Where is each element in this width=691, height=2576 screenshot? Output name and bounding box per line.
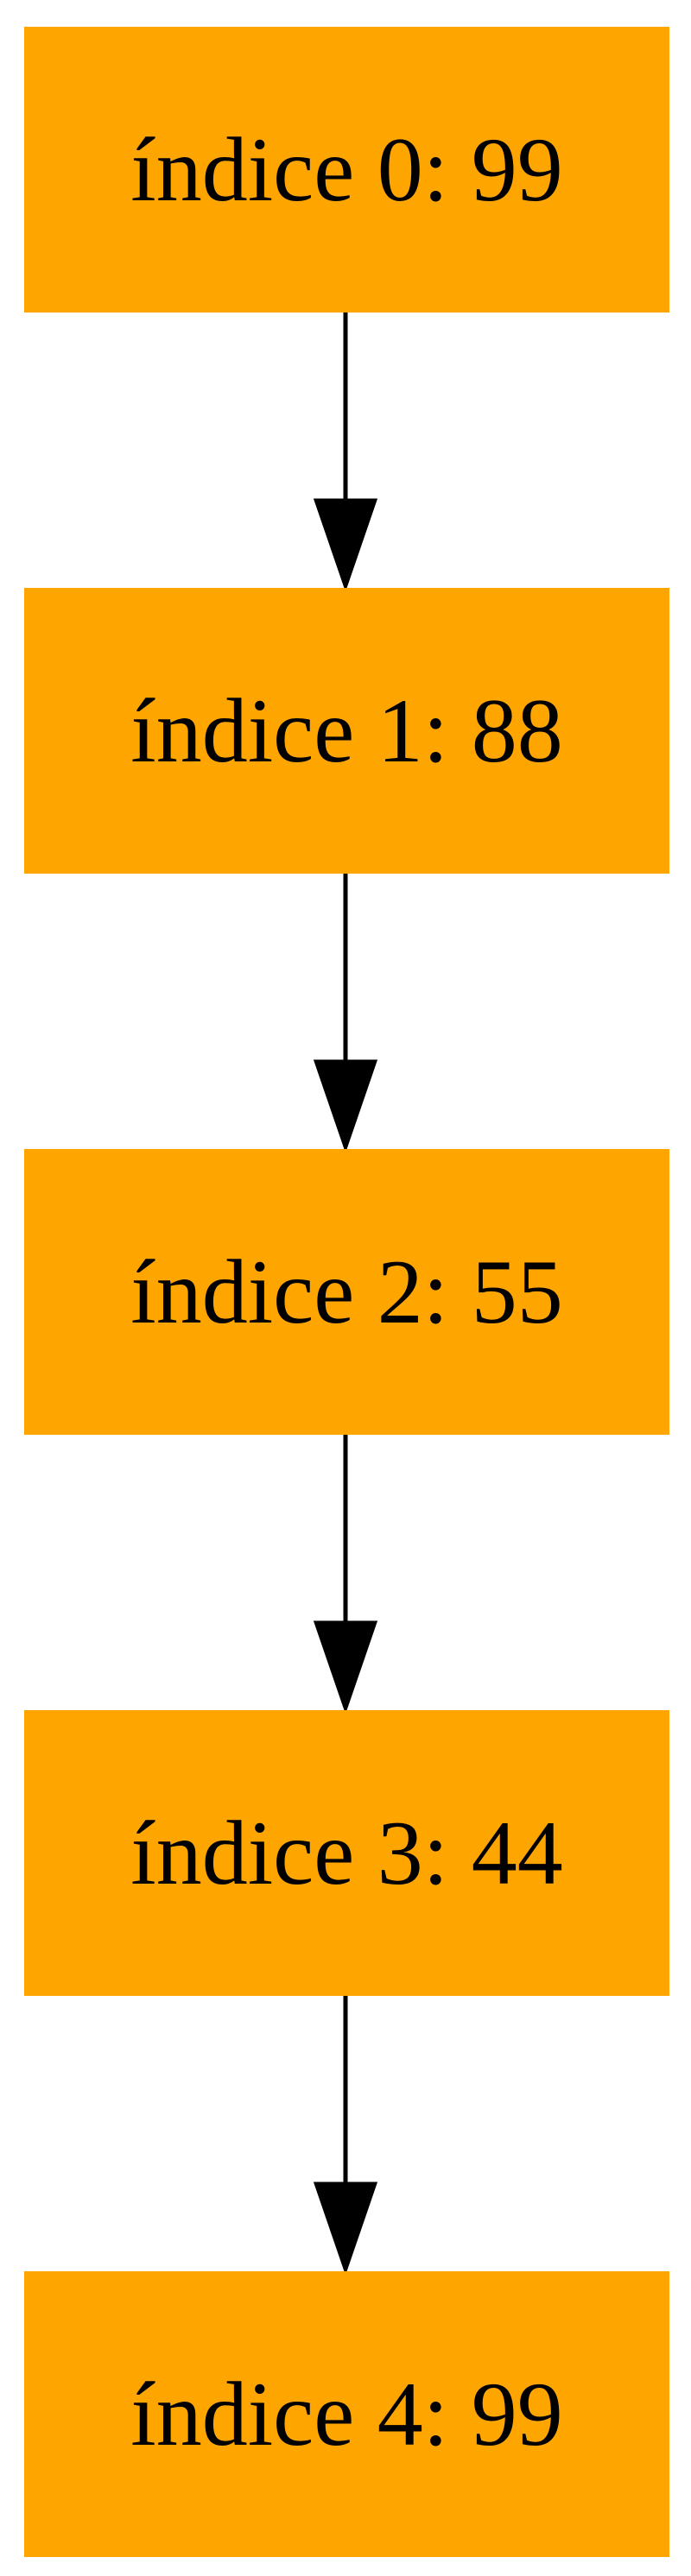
arrowhead-icon (313, 1620, 378, 1714)
edge-3-4 (313, 1996, 378, 2276)
edge-2-3 (313, 1435, 378, 1714)
node-label: índice 4: 99 (130, 2363, 563, 2465)
arrowhead-icon (313, 498, 378, 592)
node-index-0: índice 0: 99 (24, 27, 669, 313)
arrowhead-icon (313, 1059, 378, 1153)
node-index-3: índice 3: 44 (24, 1710, 669, 1996)
edge-0-1 (313, 313, 378, 592)
node-index-4: índice 4: 99 (24, 2271, 669, 2557)
node-label: índice 2: 55 (130, 1241, 563, 1342)
edge-1-2 (313, 874, 378, 1153)
node-index-1: índice 1: 88 (24, 588, 669, 874)
node-index-2: índice 2: 55 (24, 1149, 669, 1435)
node-label: índice 3: 44 (130, 1802, 563, 1904)
node-label: índice 0: 99 (130, 118, 563, 220)
arrowhead-icon (313, 2181, 378, 2276)
node-label: índice 1: 88 (130, 679, 563, 781)
